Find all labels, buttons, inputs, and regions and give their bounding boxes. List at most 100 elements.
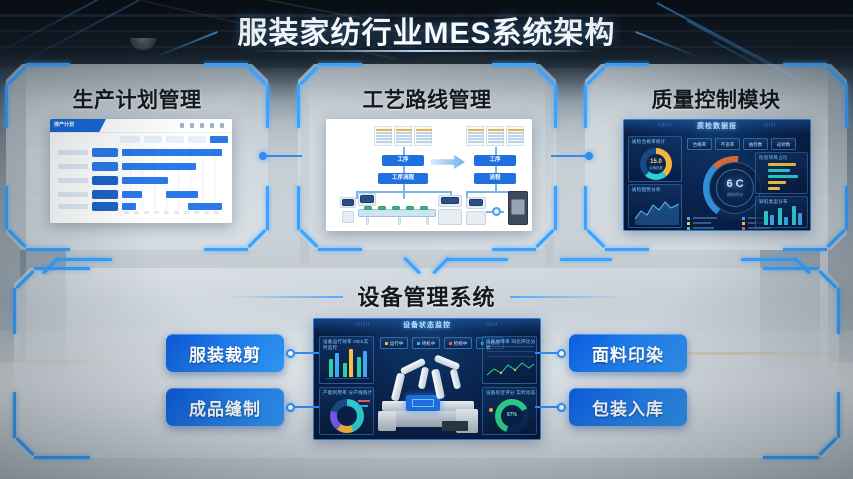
export-icon[interactable]	[180, 123, 184, 128]
bar-column	[329, 359, 333, 377]
ceiling-banner	[0, 0, 853, 68]
bar-column	[778, 208, 782, 225]
connector-line-2-3	[551, 155, 587, 157]
connector-line-right-1	[535, 352, 559, 354]
card-title: 质检合格率统计	[632, 139, 666, 144]
equipment-printer-screen	[469, 199, 483, 206]
status-dot-standby	[416, 342, 420, 346]
header-decor-right: /////	[764, 123, 776, 129]
pill-label: 服装裁剪	[189, 345, 261, 365]
flow-node[interactable]: 工序	[382, 155, 424, 166]
pill-label: 包装入库	[592, 399, 664, 419]
pill-fabric-printing-dyeing[interactable]: 面料印染	[569, 334, 687, 372]
dashboard-header	[624, 120, 810, 134]
card-title: 产能利用率 分产线统计	[323, 390, 373, 395]
connector-ring-left-2	[286, 403, 295, 412]
robot-illustration	[376, 351, 480, 437]
screenshot-process-flow[interactable]: 工序 工序流程 工序 流程	[326, 119, 532, 231]
card-oee[interactable]: 设备运行效率 OEE实时监控	[319, 336, 374, 384]
equipment-base	[438, 209, 462, 225]
connector-dot-right	[585, 152, 593, 160]
copy-icon[interactable]	[220, 123, 224, 128]
screenshot-equipment-dashboard[interactable]: 设备状态监控 \\\\\\ ///// 运行中 待机中 检修中 已停机 设备运行…	[313, 318, 541, 440]
flow-node[interactable]: 工序流程	[378, 173, 428, 184]
gantt-app-tab[interactable]: 排产计划	[50, 119, 106, 132]
kpi-running[interactable]: 运行中	[380, 337, 408, 349]
panel-quality-control[interactable]: 质量控制模块 质检数据报 \\\\\\ ///// 质检合格率统计 15.0 合…	[584, 63, 848, 251]
card-trend-table[interactable]: 设备故障率 同比环比分析	[482, 336, 537, 384]
gauge-value: 15.0	[650, 159, 662, 165]
process-node-icon	[492, 207, 501, 216]
card-title: 设备故障率 同比环比分析	[486, 339, 536, 350]
header-decor-left: \\\\\\	[658, 123, 673, 129]
flow-node[interactable]: 工序	[474, 155, 516, 166]
equipment-printer-base	[466, 211, 486, 225]
panel-title-process-route: 工艺路线管理	[362, 89, 492, 112]
card-quality-pass-rate[interactable]: 质检合格率统计 15.0 合格指数	[628, 136, 682, 182]
progress-bar	[768, 181, 786, 184]
panel-title-quality-control: 质量控制模块	[651, 89, 781, 112]
card-equipment-score[interactable]: 设备综合评分 实时动态 87%	[482, 387, 537, 435]
dashboard-header	[314, 319, 540, 333]
kpi-pass-rate[interactable]: 合格率	[687, 138, 712, 150]
panel-production-planning[interactable]: 生产计划管理 排产计划	[5, 63, 269, 251]
pill-finished-sewing[interactable]: 成品缝制	[166, 388, 284, 426]
kpi-sample-count[interactable]: 抽检数	[743, 138, 768, 150]
doc-table-icon	[374, 126, 392, 146]
right-arrow-icon	[431, 155, 465, 169]
conveyor-leg	[366, 217, 369, 225]
bar-column	[798, 213, 802, 225]
conveyor-belt	[358, 209, 436, 217]
pill-label: 成品缝制	[189, 399, 261, 419]
card-defect-ratio[interactable]: 产能利用率 分产线统计	[319, 387, 374, 435]
progress-bar	[768, 169, 790, 172]
pill-garment-cutting[interactable]: 服装裁剪	[166, 334, 284, 372]
header-decor-left: \\\\\\	[356, 322, 371, 328]
conveyor-part	[392, 206, 400, 210]
gantt-toolbar: 排产计划	[50, 119, 232, 132]
gantt-time-axis	[124, 211, 220, 216]
screenshot-quality-dashboard[interactable]: 质检数据报 \\\\\\ ///// 质检合格率统计 15.0 合格指数 质检趋…	[623, 119, 811, 231]
conveyor-part	[378, 206, 386, 210]
controller-keypad	[511, 199, 525, 215]
bar-column	[349, 349, 353, 377]
card-defect-distribution[interactable]: 缺陷类型分布	[755, 196, 808, 228]
ceiling-lamp-icon	[130, 38, 156, 50]
card-title: 质检趋势分析	[632, 187, 661, 192]
status-dot-maintenance	[448, 342, 452, 346]
score-value: 87%	[506, 412, 517, 418]
print-icon[interactable]	[190, 123, 194, 128]
connector-ring-left-1	[286, 349, 295, 358]
kpi-rework-count[interactable]: 返修数	[771, 138, 796, 150]
connector-line-left-2	[295, 406, 319, 408]
doc-table-icon	[486, 126, 504, 146]
screenshot-gantt-chart[interactable]: 排产计划	[50, 119, 232, 223]
status-dot-running	[384, 342, 388, 346]
equipment-terminal-screen	[360, 195, 374, 203]
kpi-standby[interactable]: 待机中	[412, 337, 440, 349]
connector-dot-left	[259, 152, 267, 160]
pill-packaging-warehousing[interactable]: 包装入库	[569, 388, 687, 426]
conveyor-part	[406, 206, 414, 210]
kpi-maintenance[interactable]: 检修中	[444, 337, 472, 349]
card-title: 设备运行效率 OEE实时监控	[323, 339, 369, 350]
card-inspection-items[interactable]: 检验项目占比	[755, 152, 808, 194]
pill-label: 面料印染	[592, 345, 664, 365]
doc-table-icon	[506, 126, 524, 146]
minimize-icon[interactable]	[210, 123, 214, 128]
flow-node[interactable]: 流程	[474, 173, 516, 184]
bar-column	[363, 351, 367, 377]
card-quality-trend[interactable]: 质检趋势分析	[628, 184, 682, 228]
save-icon[interactable]	[200, 123, 204, 128]
panel-process-route[interactable]: 工艺路线管理	[297, 63, 557, 251]
kpi-label: 运行中	[389, 341, 404, 346]
line-chart	[487, 362, 534, 376]
kpi-defect-rate[interactable]: 不良率	[715, 138, 740, 150]
kpi-label: 待机中	[421, 341, 436, 346]
kpi-label: 检修中	[453, 341, 468, 346]
doc-table-icon	[394, 126, 412, 146]
card-title: 设备综合评分 实时动态	[486, 390, 536, 395]
conveyor-leg	[398, 217, 401, 225]
bottom-section-header: 设备管理系统	[0, 280, 853, 312]
